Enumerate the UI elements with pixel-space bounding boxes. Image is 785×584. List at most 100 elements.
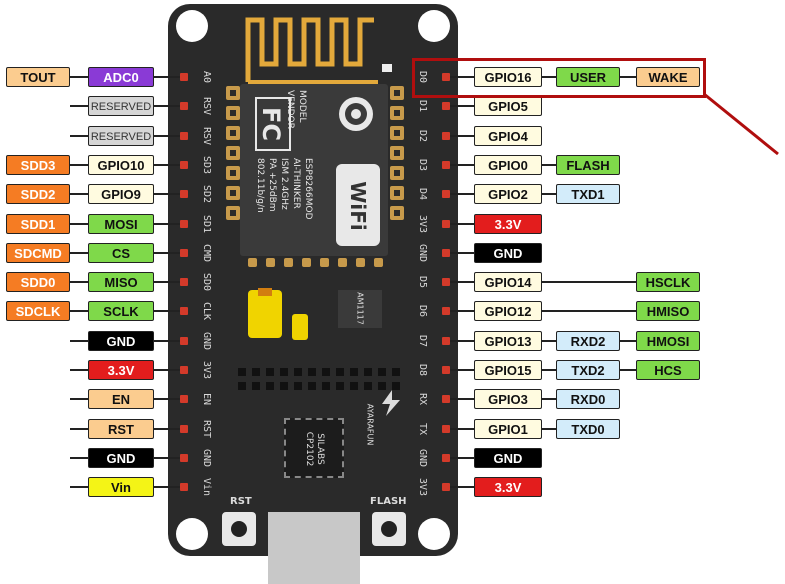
left-pin-function-label: RESERVED [88, 126, 154, 146]
left-pin-alt-label: SDD1 [6, 214, 70, 234]
highlight-pointer-line [703, 92, 779, 156]
module-pad-bottom [356, 258, 365, 267]
right-silk-label: 3V3 [417, 477, 428, 497]
right-pin-alt-label: TXD2 [556, 360, 620, 380]
left-header-pin [180, 483, 188, 491]
left-header-pin [180, 366, 188, 374]
connector-line [450, 281, 700, 283]
left-silk-label: SD1 [201, 214, 212, 234]
right-pin-function-label: GPIO12 [474, 301, 542, 321]
smd-pad [392, 382, 400, 390]
module-pad [390, 166, 404, 180]
right-pin-alt-label: USER [556, 67, 620, 87]
right-pin-function-label: GPIO1 [474, 419, 542, 439]
antenna-trace [245, 17, 378, 84]
capacitor-small [292, 314, 308, 340]
status-led [382, 64, 392, 72]
smd-pad [392, 368, 400, 376]
left-header-pin [180, 425, 188, 433]
right-silk-label: TX [417, 422, 428, 436]
left-silk-label: Vin [201, 477, 212, 497]
rst-button-label: RST [230, 496, 252, 507]
smd-pad [378, 382, 386, 390]
left-pin-alt-label: SDCLK [6, 301, 70, 321]
module-pad [226, 126, 240, 140]
left-header-pin [180, 220, 188, 228]
smd-pad [350, 382, 358, 390]
smd-pad [238, 382, 246, 390]
left-pin-function-label: 3.3V [88, 360, 154, 380]
module-line-2: VENDOR [285, 90, 295, 129]
right-header-pin [442, 337, 450, 345]
left-silk-label: EN [201, 392, 212, 406]
smd-pad [364, 382, 372, 390]
right-header-pin [442, 73, 450, 81]
right-pin-function-label: 3.3V [474, 214, 542, 234]
left-pin-alt-label: SDD3 [6, 155, 70, 175]
left-pin-alt-label: SDD0 [6, 272, 70, 292]
left-pin-function-label: GND [88, 448, 154, 468]
module-pad-bottom [320, 258, 329, 267]
right-pin-extra-label: HMISO [636, 301, 700, 321]
smd-pad [378, 368, 386, 376]
brand-mark: AYARAFUN [362, 400, 376, 450]
right-pin-alt-label: RXD0 [556, 389, 620, 409]
right-silk-label: D6 [417, 304, 428, 318]
right-pin-extra-label: WAKE [636, 67, 700, 87]
left-pin-function-label: EN [88, 389, 154, 409]
right-silk-label: D3 [417, 158, 428, 172]
right-pin-function-label: GPIO14 [474, 272, 542, 292]
smd-pad [308, 368, 316, 376]
chip-line-2: CP2102 [304, 431, 314, 467]
module-pad [390, 206, 404, 220]
rst-button[interactable] [222, 512, 256, 546]
left-pin-alt-label: SDCMD [6, 243, 70, 263]
left-header-pin [180, 102, 188, 110]
right-silk-label: GND [417, 243, 428, 263]
module-pad [226, 106, 240, 120]
left-pin-function-label: GND [88, 331, 154, 351]
capacitor-top [258, 288, 272, 296]
right-pin-alt-label: RXD2 [556, 331, 620, 351]
regulator-label: AM1117 [355, 292, 365, 325]
right-silk-label: D2 [417, 129, 428, 143]
smd-pad [280, 382, 288, 390]
module-pad-bottom [248, 258, 257, 267]
right-silk-label: GND [417, 448, 428, 468]
module-pad-bottom [374, 258, 383, 267]
module-line-5: ISM 2.4GHz [279, 158, 289, 210]
left-silk-label: RSV [201, 96, 212, 116]
module-pad-bottom [284, 258, 293, 267]
left-silk-label: SD0 [201, 272, 212, 292]
left-pin-alt-label: SDD2 [6, 184, 70, 204]
module-line-4: AI-THINKER [291, 158, 301, 209]
left-pin-function-label: RESERVED [88, 96, 154, 116]
flash-button-label: FLASH [370, 496, 407, 507]
flash-button[interactable] [372, 512, 406, 546]
module-pad-bottom [338, 258, 347, 267]
module-pad [226, 186, 240, 200]
right-header-pin [442, 307, 450, 315]
right-pin-extra-label: HCS [636, 360, 700, 380]
mount-hole-bottom-left [176, 518, 208, 550]
left-header-pin [180, 190, 188, 198]
left-silk-label: CLK [201, 301, 212, 321]
right-pin-function-label: GPIO13 [474, 331, 542, 351]
module-pad [226, 146, 240, 160]
right-header-pin [442, 483, 450, 491]
connector-line [450, 310, 700, 312]
globe-icon [339, 97, 373, 131]
smd-pad [252, 368, 260, 376]
left-pin-function-label: SCLK [88, 301, 154, 321]
left-header-pin [180, 73, 188, 81]
right-pin-function-label: GPIO5 [474, 96, 542, 116]
left-pin-function-label: GPIO10 [88, 155, 154, 175]
left-silk-label: CMD [201, 243, 212, 263]
wifi-logo-icon: WiFi [336, 164, 380, 246]
smd-pad [336, 382, 344, 390]
module-pad-bottom [302, 258, 311, 267]
module-pad-bottom [266, 258, 275, 267]
right-pin-function-label: GPIO3 [474, 389, 542, 409]
right-pin-function-label: GND [474, 243, 542, 263]
smd-pad [336, 368, 344, 376]
